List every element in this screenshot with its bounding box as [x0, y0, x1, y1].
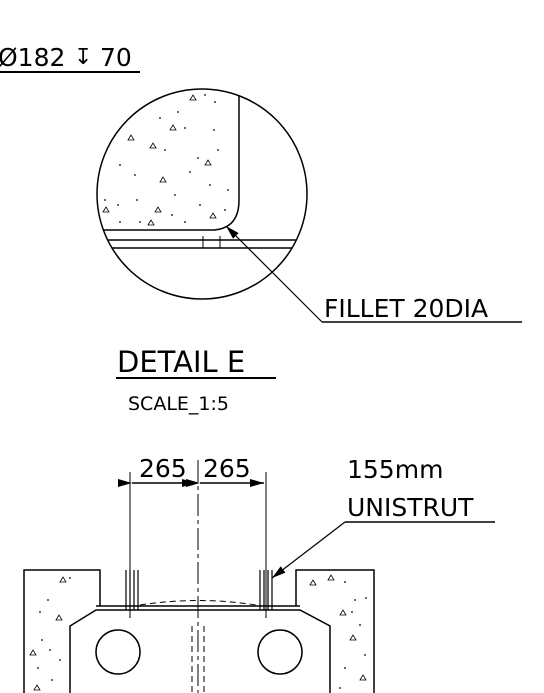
depth-symbol-icon: ↧	[74, 45, 92, 70]
fillet-leader-arrow	[225, 225, 323, 323]
hole-left	[95, 629, 141, 675]
concrete-outer-left	[23, 569, 101, 693]
dimension-left-value: 265	[139, 454, 187, 483]
insert-block	[202, 236, 221, 249]
detail-view: FILLET 20DIA	[96, 88, 522, 323]
hole-depth-text: 70	[100, 43, 132, 72]
dimension-right-value: 265	[203, 454, 251, 483]
detail-circle	[96, 88, 308, 300]
hole-right	[257, 629, 303, 675]
concrete-edge	[97, 89, 240, 231]
section-view: 265 265 155mm UNISTRUT	[23, 454, 495, 693]
detail-scale: SCALE_1:5	[128, 393, 229, 415]
detail-title: DETAIL E	[117, 345, 245, 379]
concrete-hatch	[102, 94, 229, 226]
concrete-outer-right	[295, 569, 375, 693]
unistrut-label: UNISTRUT	[347, 493, 474, 522]
unistrut-channel-right	[259, 570, 273, 610]
inner-slab	[69, 609, 331, 693]
unistrut-channel-left	[125, 570, 139, 610]
detail-title-block: DETAIL E SCALE_1:5	[116, 345, 276, 415]
hole-diameter-text: Ø182	[0, 43, 65, 72]
unistrut-leader-arrow	[271, 521, 346, 579]
fillet-label: FILLET 20DIA	[324, 294, 488, 323]
hidden-arc	[139, 600, 257, 606]
section-concrete-hatch	[29, 574, 367, 691]
unistrut-size: 155mm	[347, 455, 443, 484]
hole-callout: Ø182 ↧ 70	[0, 43, 140, 73]
detail-view-contents	[97, 89, 307, 249]
